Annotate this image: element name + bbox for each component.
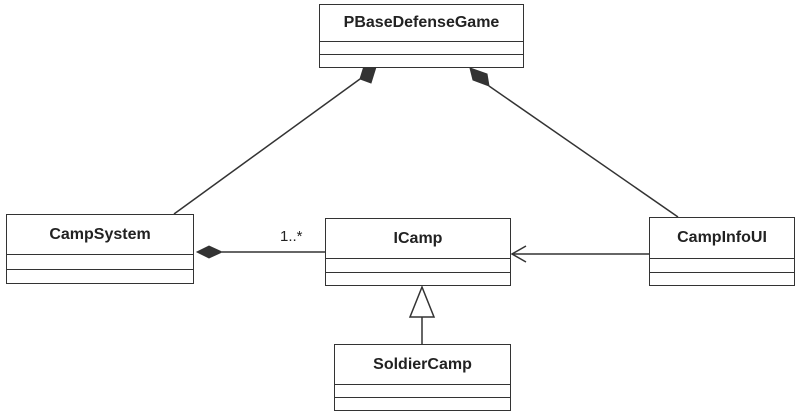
generalization-triangle xyxy=(408,284,436,318)
class-campsystem[interactable]: CampSystem xyxy=(6,214,194,284)
association-arrowhead xyxy=(510,245,527,263)
class-attributes xyxy=(7,255,193,269)
class-operations xyxy=(320,54,523,67)
class-attributes xyxy=(326,259,510,272)
class-name: PBaseDefenseGame xyxy=(320,5,523,42)
class-name: CampSystem xyxy=(7,215,193,255)
class-name: SoldierCamp xyxy=(335,345,510,385)
class-name: ICamp xyxy=(326,219,510,259)
class-operations xyxy=(650,271,794,286)
class-operations xyxy=(326,271,510,286)
class-attributes xyxy=(335,385,510,397)
composition-diamond-campsystem-icamp xyxy=(195,245,224,259)
composition-line-game-campinfoui xyxy=(488,85,679,218)
class-operations xyxy=(7,268,193,284)
class-attributes xyxy=(320,42,523,54)
class-campinfoui[interactable]: CampInfoUI xyxy=(649,217,795,286)
class-icamp[interactable]: ICamp xyxy=(325,218,511,286)
composition-diamond-game-campinfoui xyxy=(469,67,490,87)
multiplicity-label: 1..* xyxy=(280,228,303,245)
composition-line-game-campsystem xyxy=(173,78,361,215)
class-attributes xyxy=(650,259,794,272)
class-name: CampInfoUI xyxy=(650,218,794,259)
class-operations xyxy=(335,397,510,410)
class-soldiercamp[interactable]: SoldierCamp xyxy=(334,344,511,411)
class-pbasedefensegame[interactable]: PBaseDefenseGame xyxy=(319,4,524,68)
